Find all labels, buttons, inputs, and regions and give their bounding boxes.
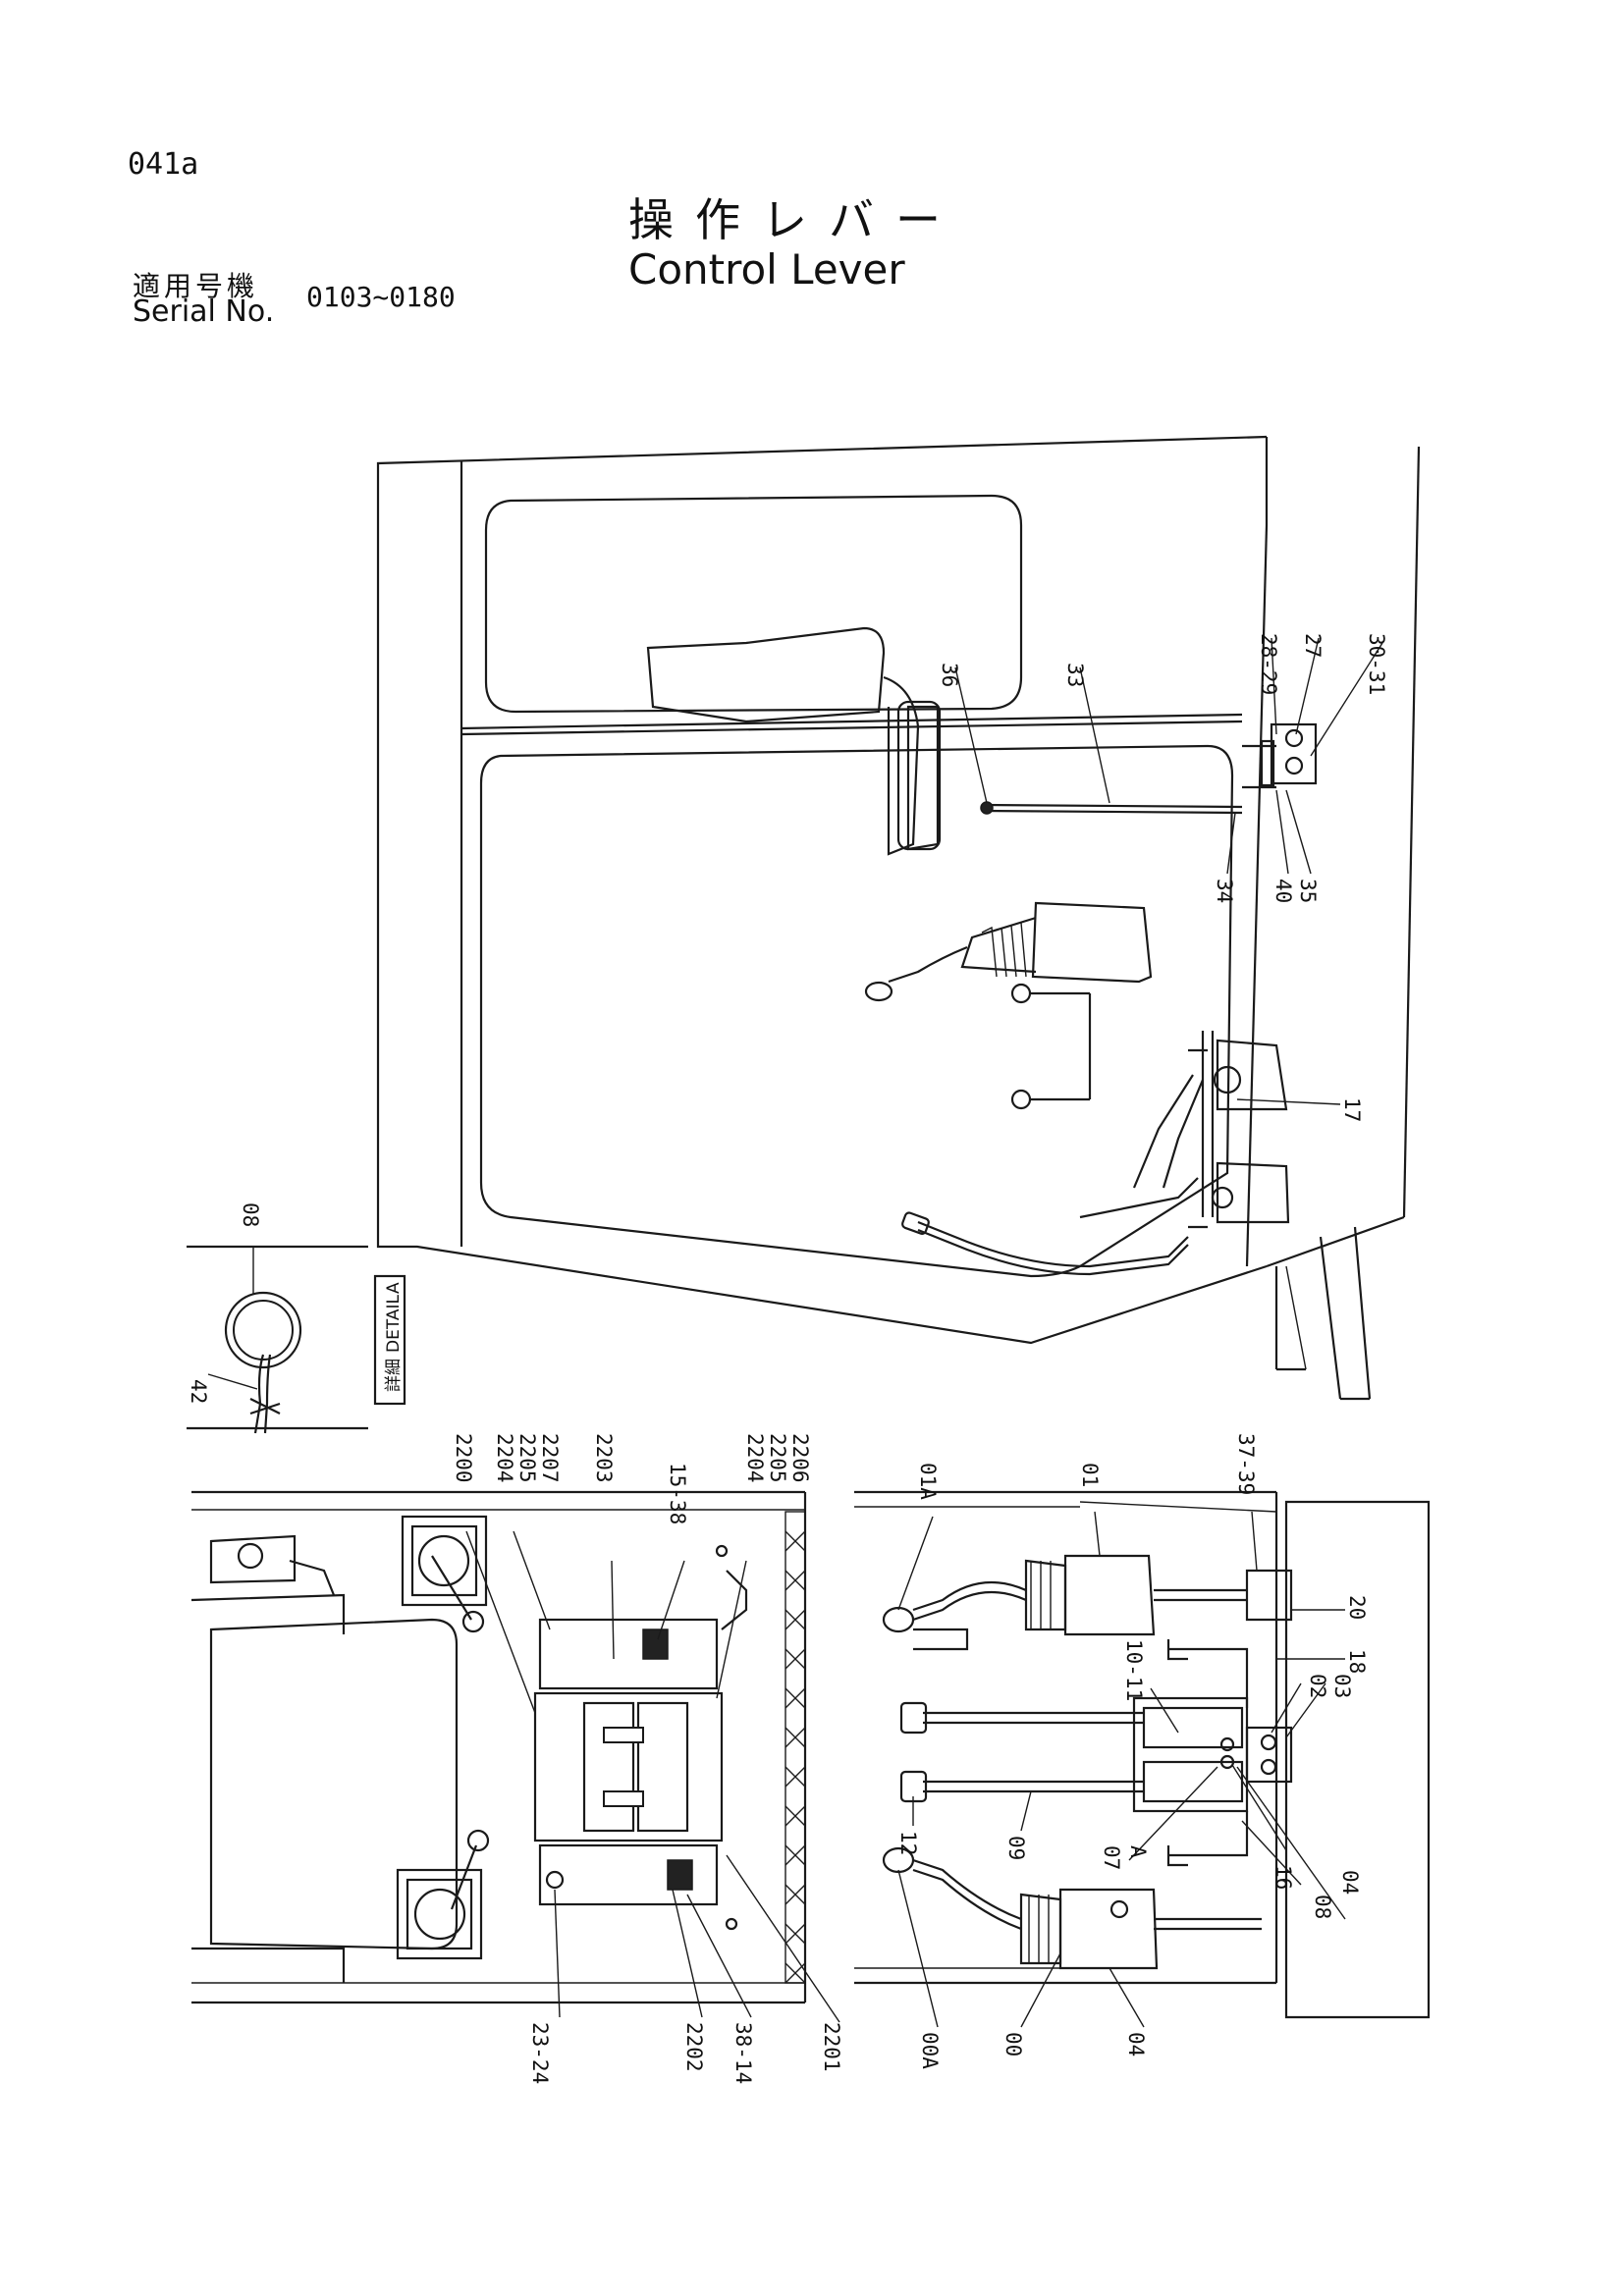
callout-2203: 2203 xyxy=(592,1433,616,1483)
callout-40: 40 xyxy=(1271,879,1295,903)
callout-28-29: 28-29 xyxy=(1257,633,1280,695)
callout-2206: 2206 xyxy=(788,1433,812,1483)
callout-02: 02 xyxy=(1306,1674,1329,1698)
callout-20: 20 xyxy=(1345,1595,1369,1620)
callout-23-24: 23-24 xyxy=(528,2022,552,2084)
callout-42: 42 xyxy=(187,1379,210,1404)
callout-10-11: 10-11 xyxy=(1122,1639,1146,1701)
callout-12: 12 xyxy=(896,1831,920,1855)
title-english: Control Lever xyxy=(628,245,905,294)
callout-2207: 2207 xyxy=(538,1433,562,1483)
callout-35: 35 xyxy=(1296,879,1320,903)
callout-2202: 2202 xyxy=(682,2022,706,2072)
detail-a-view: 詳細 DETAIL A xyxy=(187,1245,406,1434)
callout-2201: 2201 xyxy=(820,2022,843,2072)
serial-label-english: Serial No. xyxy=(133,294,275,329)
title-japanese: 操作レバー xyxy=(628,193,962,246)
callout-16: 16 xyxy=(1271,1865,1295,1890)
callout-33: 33 xyxy=(1063,663,1087,687)
callout-27: 27 xyxy=(1301,633,1325,658)
callout-17: 17 xyxy=(1340,1097,1364,1122)
serial-range: 0103~0180 xyxy=(306,281,456,313)
callout-2205a: 2205 xyxy=(515,1433,539,1483)
callout-01: 01 xyxy=(1078,1463,1102,1487)
callout-18: 18 xyxy=(1345,1649,1369,1674)
callout-34: 34 xyxy=(1213,879,1236,903)
callout-04a: 04 xyxy=(1338,1870,1362,1895)
callout-07: 07 xyxy=(1100,1845,1123,1870)
callout-38-14: 38-14 xyxy=(731,2022,755,2084)
serial-label-japanese: 適用号機 xyxy=(133,270,259,302)
cab-side-view xyxy=(376,435,1421,1401)
callout-15-38: 15-38 xyxy=(666,1463,689,1524)
cab-floor-plan xyxy=(190,1490,807,2004)
callout-2200: 2200 xyxy=(452,1433,475,1483)
callout-37-39: 37-39 xyxy=(1234,1433,1258,1495)
callout-36: 36 xyxy=(938,663,961,687)
console-plan-view xyxy=(854,1490,1431,2019)
leader-lines xyxy=(207,637,1383,2028)
callout-2204a: 2204 xyxy=(493,1433,516,1483)
callout-08: 08 xyxy=(1311,1895,1334,1919)
callout-03: 03 xyxy=(1330,1674,1354,1698)
callout-09: 09 xyxy=(1004,1836,1028,1860)
detail-label-letter: A xyxy=(384,1282,404,1294)
page-number: 041a xyxy=(128,147,199,182)
callout-00A: 00A xyxy=(918,2032,942,2069)
callout-30-31: 30-31 xyxy=(1365,633,1388,695)
callout-labels: 36 33 28-29 27 30-31 34 40 35 17 08 42 2… xyxy=(187,633,1388,2084)
callout-2204b: 2204 xyxy=(743,1433,767,1483)
callout-00: 00 xyxy=(1001,2032,1025,2056)
detail-label-en: DETAIL xyxy=(384,1294,404,1353)
callout-04b: 04 xyxy=(1124,2032,1148,2056)
callout-08-detail: 08 xyxy=(239,1202,262,1227)
detail-label-jp: 詳細 xyxy=(384,1359,404,1392)
callout-2205b: 2205 xyxy=(766,1433,789,1483)
callout-01A: 01A xyxy=(916,1463,940,1500)
callout-A: A xyxy=(1126,1845,1150,1858)
